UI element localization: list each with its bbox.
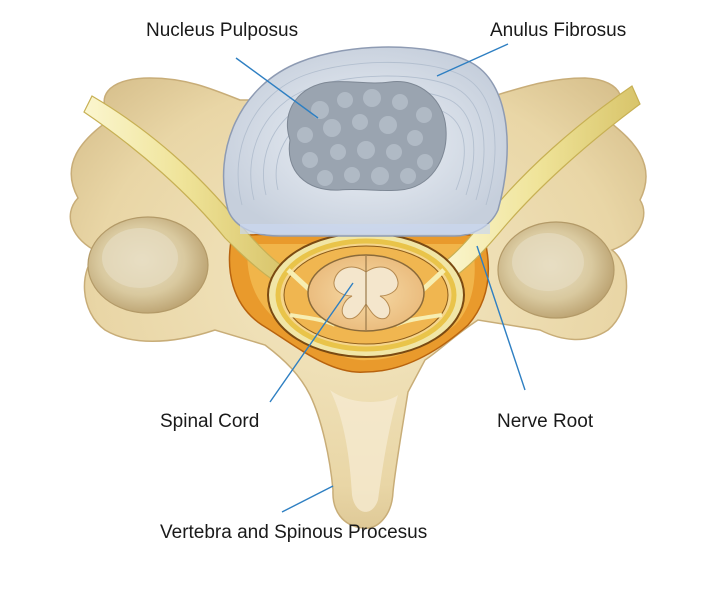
label-spinal-cord: Spinal Cord <box>160 411 260 432</box>
spinous-process <box>330 390 398 512</box>
label-vertebra: Vertebra and Spinous Procesus <box>160 522 428 543</box>
label-nerve-root: Nerve Root <box>497 411 594 432</box>
leader-vertebra <box>281 485 334 513</box>
leader-nerve <box>476 245 526 391</box>
label-anulus-fibrosus: Anulus Fibrosus <box>490 20 627 41</box>
nucleus-texture <box>297 89 433 186</box>
leader-nucleus <box>235 57 319 119</box>
leader-lines <box>235 43 526 513</box>
label-nucleus-pulposus: Nucleus Pulposus <box>146 20 299 41</box>
leader-anulus <box>436 43 509 77</box>
leader-cord <box>269 282 354 403</box>
